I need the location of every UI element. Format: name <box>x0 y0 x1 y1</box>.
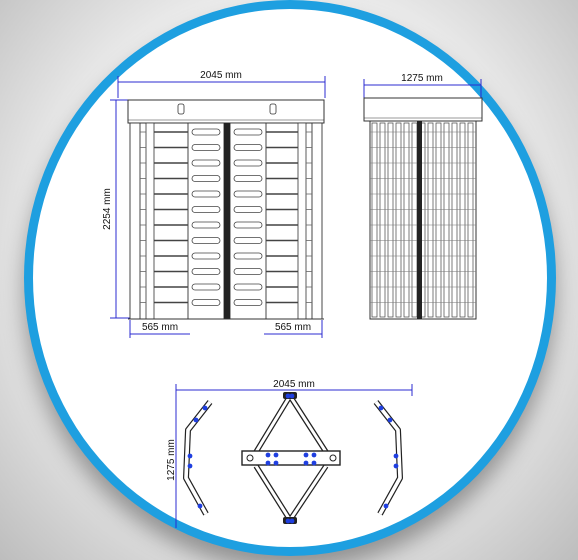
front-rotor-slat <box>191 221 221 229</box>
sensor-dot <box>311 452 317 458</box>
front-rotor-slat <box>191 237 221 244</box>
front-rotor-slat <box>233 299 263 306</box>
plan-rotor-bottom-arm-inner <box>254 465 328 522</box>
sensor-dot <box>265 460 271 466</box>
plan-center-beam <box>241 450 341 466</box>
sensor-dot <box>273 452 279 458</box>
sensor-dot <box>187 463 193 469</box>
front-rotor-slat <box>191 206 221 213</box>
sensor-dot <box>289 518 295 524</box>
front-arm-bars <box>128 128 324 320</box>
front-rotor-slat <box>233 206 263 213</box>
front-rotor-slat <box>233 283 263 291</box>
front-rotor-slat <box>191 299 221 306</box>
front-rotor-slat <box>233 252 263 260</box>
front-rotor-slat <box>233 175 263 182</box>
front-rotor-slat <box>191 144 221 151</box>
side-column <box>467 122 474 318</box>
plan-sensor-dots <box>187 393 399 524</box>
front-rotor-slat <box>233 190 263 198</box>
side-column <box>371 122 378 318</box>
side-column <box>443 122 450 318</box>
right-lane-label: 565 mm <box>275 322 311 333</box>
sensor-dot <box>378 405 384 411</box>
front-rotor-slat <box>191 190 221 198</box>
side-column <box>451 122 458 318</box>
sensor-dot <box>273 460 279 466</box>
front-rotor-slat <box>191 175 221 182</box>
sensor-dot <box>197 503 203 509</box>
side-column <box>427 122 434 318</box>
sensor-dot <box>289 393 295 399</box>
side-column <box>379 122 386 318</box>
sensor-dot <box>265 452 271 458</box>
plan-rotor-top-arm-inner <box>254 394 328 453</box>
front-rotor-slat <box>233 221 263 229</box>
plan-right-fence-inner <box>374 400 402 515</box>
front-width-label: 2045 mm <box>200 70 242 81</box>
front-rotor-slat <box>191 252 221 260</box>
sensor-dot <box>285 518 291 524</box>
side-column <box>395 122 402 318</box>
side-column <box>387 122 394 318</box>
front-center-shaft <box>224 123 230 319</box>
front-rotor-slat <box>233 128 263 136</box>
front-rotor-slat <box>233 144 263 151</box>
sensor-dot <box>383 503 389 509</box>
sensor-dot <box>193 417 199 423</box>
sensor-dot <box>393 463 399 469</box>
front-left-post <box>129 122 141 320</box>
front-right-post <box>311 122 323 320</box>
front-view: 2045 mm 2254 mm <box>102 70 326 320</box>
side-width-label: 1275 mm <box>401 73 443 84</box>
sensor-dot <box>285 393 291 399</box>
front-lane-dimensions: 565 mm 565 mm <box>129 320 323 338</box>
plan-depth-label: 1275 mm <box>166 439 177 481</box>
side-column <box>403 122 410 318</box>
front-canopy-light-right <box>269 103 277 115</box>
front-rotor-slat <box>191 268 221 275</box>
sensor-dot <box>202 405 208 411</box>
front-rotor-slat <box>191 283 221 291</box>
plan-rotor <box>241 392 341 524</box>
sensor-dot <box>311 460 317 466</box>
sensor-dot <box>303 452 309 458</box>
front-right-inner-post <box>297 122 307 320</box>
front-rotor-slat <box>191 159 221 167</box>
plan-beam-pivot-right <box>329 454 337 462</box>
side-column <box>459 122 466 318</box>
plan-view: 2045 mm 1275 mm <box>166 379 413 528</box>
sensor-dot <box>393 453 399 459</box>
side-columns <box>370 121 476 319</box>
side-column <box>435 122 442 318</box>
front-rotor-slat <box>233 237 263 244</box>
plan-width-label: 2045 mm <box>273 379 315 390</box>
side-column <box>411 122 418 318</box>
front-rotor-slat <box>191 128 221 136</box>
sensor-dot <box>303 460 309 466</box>
plan-left-fence-inner <box>184 400 212 515</box>
plan-beam-pivot-left <box>246 454 254 462</box>
left-lane-label: 565 mm <box>142 322 178 333</box>
sensor-dot <box>187 453 193 459</box>
plan-rotor-top-arm-outer <box>253 393 329 454</box>
front-canopy-light-left <box>177 103 185 115</box>
front-left-inner-post <box>145 122 155 320</box>
front-canopy <box>127 99 325 124</box>
plan-rotor-bottom-arm-outer <box>253 464 329 523</box>
side-center-shaft <box>417 121 422 319</box>
front-rotor-slat <box>233 159 263 167</box>
sensor-dot <box>387 417 393 423</box>
side-canopy <box>363 97 483 122</box>
front-rotor-slat <box>233 268 263 275</box>
side-view: 1275 mm <box>363 73 483 320</box>
front-height-label: 2254 mm <box>102 188 113 230</box>
